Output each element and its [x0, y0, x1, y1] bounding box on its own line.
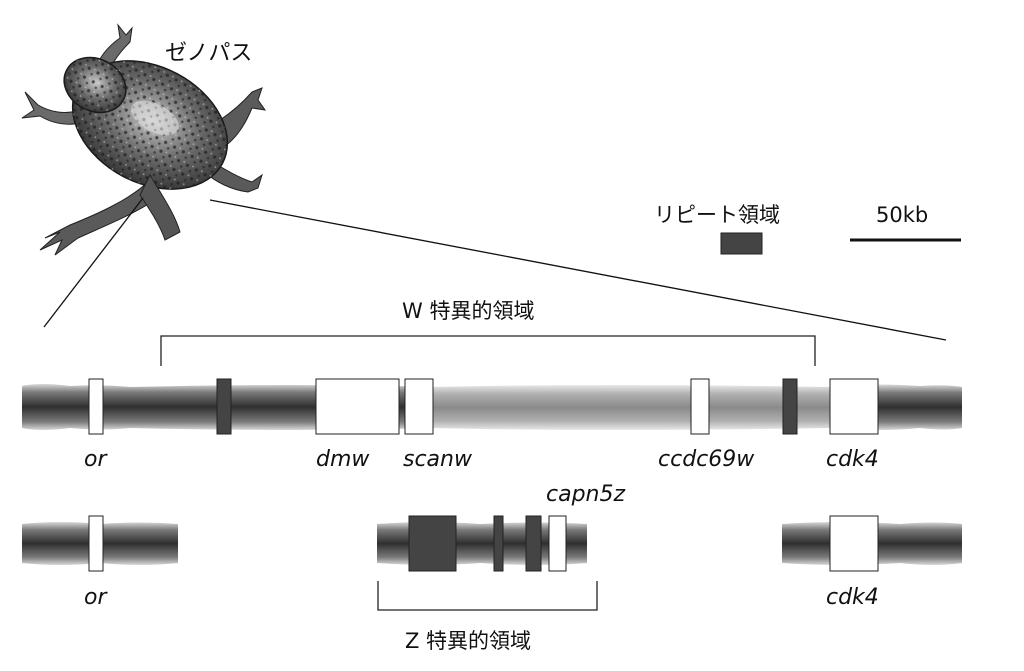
z-repeat-2 — [493, 515, 504, 572]
organism-name: ゼノパス — [165, 41, 252, 66]
z-region-bracket — [377, 581, 598, 611]
repeat-legend-label: リピート領域 — [654, 203, 780, 227]
w-repeat-1 — [216, 378, 232, 435]
z-repeat-1 — [408, 515, 457, 572]
w-region-bracket — [160, 335, 816, 366]
z-gene-label-capn5z: capn5z — [546, 482, 625, 507]
w-gene-label-cdk4: cdk4 — [826, 447, 879, 472]
scale-bar-label: 50kb — [876, 203, 928, 227]
w-gene-label-or: or — [84, 447, 108, 472]
w-chromosome — [22, 384, 962, 430]
w-gene-dmw — [315, 378, 400, 435]
frog-illustration — [21, 23, 267, 256]
w-repeat-2 — [782, 378, 798, 435]
zoom-line-left — [43, 197, 144, 328]
w-chromosome-light-segment — [430, 385, 830, 430]
z-gene-label-or: or — [84, 585, 108, 610]
z-gene-or — [88, 515, 104, 572]
z-repeat-3 — [525, 515, 542, 572]
w-gene-scanw — [404, 378, 434, 435]
z-gene-label-cdk4: cdk4 — [826, 585, 879, 610]
w-region-label: W 特異的領域 — [402, 299, 534, 323]
w-gene-label-scanw: scanw — [403, 447, 473, 472]
w-gene-label-ccdc69w: ccdc69w — [658, 447, 755, 472]
repeat-legend-swatch — [720, 232, 763, 255]
z-gene-cdk4 — [829, 515, 879, 572]
w-gene-or — [88, 378, 104, 435]
w-gene-cdk4 — [829, 378, 879, 435]
z-gene-capn5z — [548, 515, 567, 572]
z-region-label: Z 特異的領域 — [405, 629, 531, 653]
zoom-line-right — [209, 199, 947, 341]
w-gene-ccdc69w — [690, 378, 710, 435]
w-gene-label-dmw: dmw — [316, 447, 370, 472]
